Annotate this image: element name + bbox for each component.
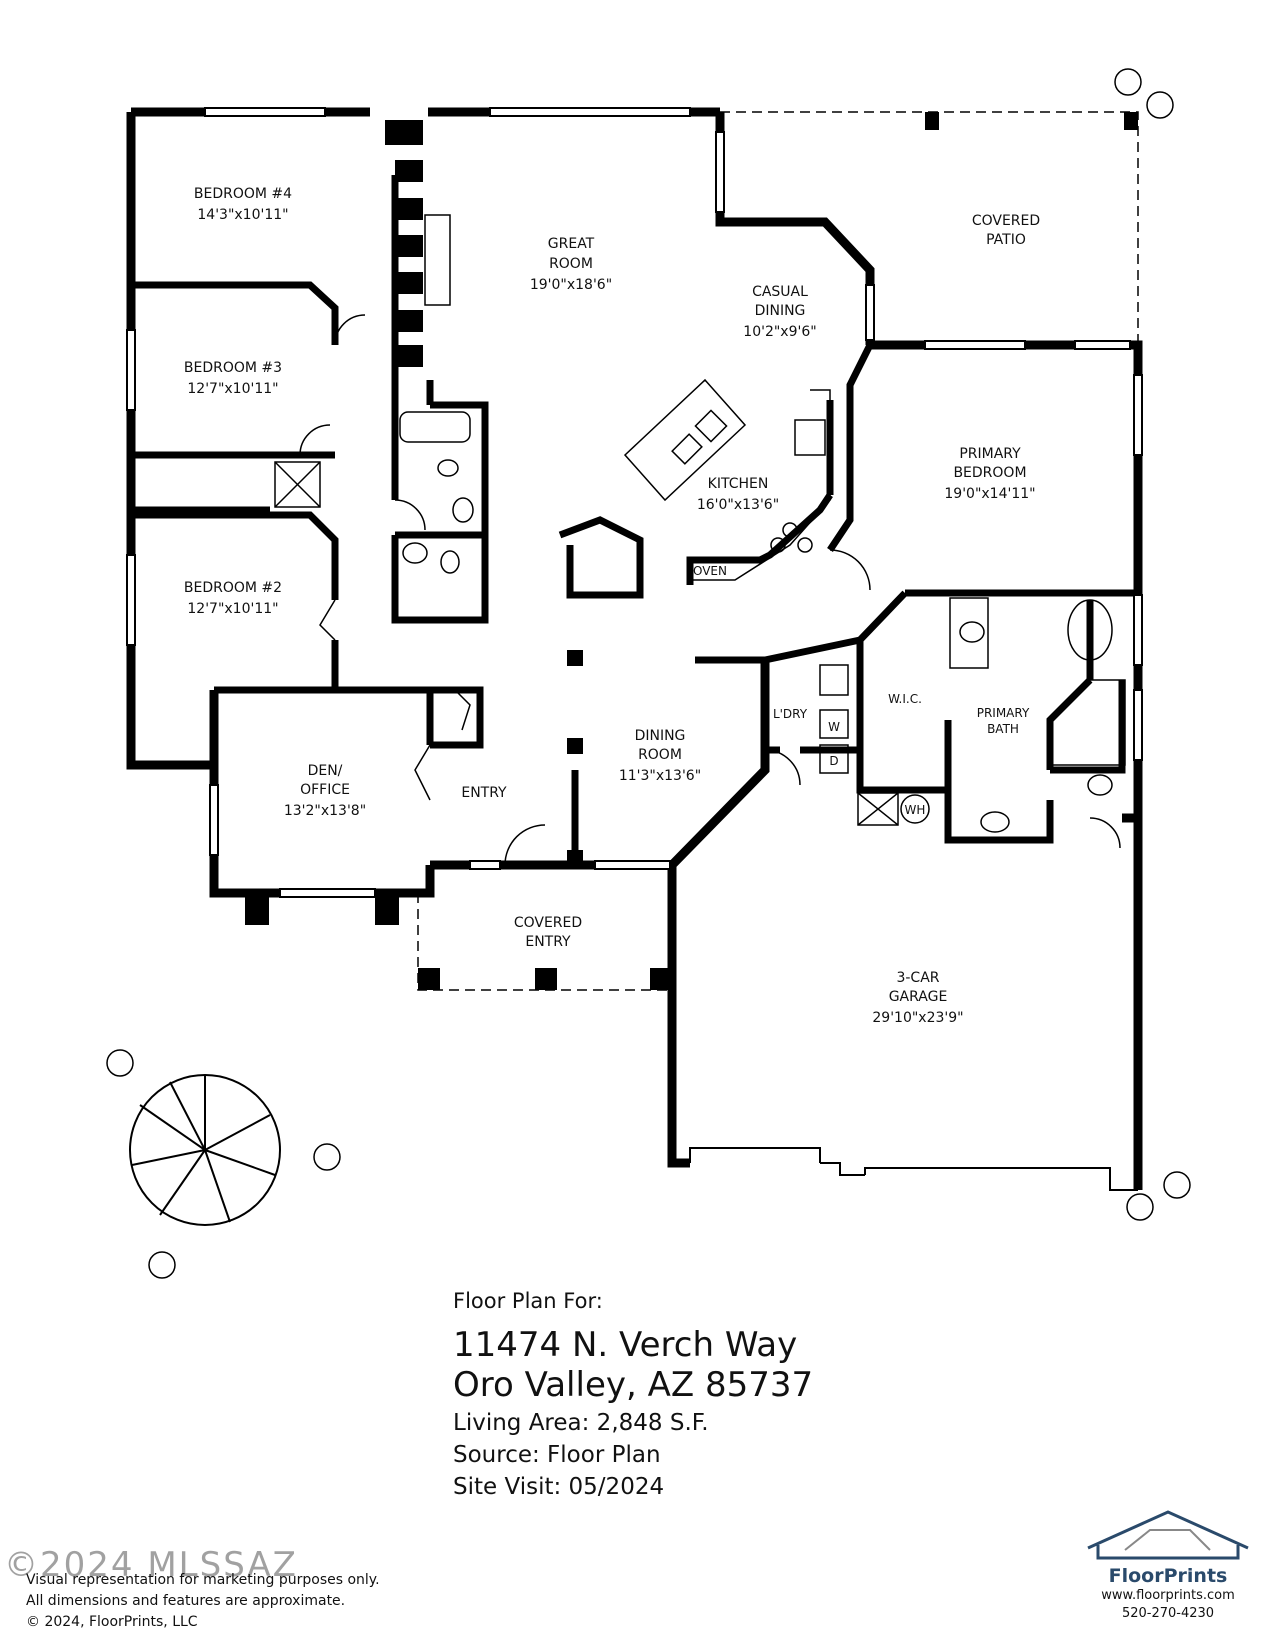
address-line1: 11474 N. Verch Way: [453, 1325, 798, 1365]
kitchen-name: KITCHEN: [708, 476, 769, 492]
bath-fixtures: [399, 411, 1126, 833]
room-labels: BEDROOM #4 14'3"x10'11" BEDROOM #3 12'7"…: [184, 186, 1040, 1026]
bedroom3-size: 12'7"x10'11": [187, 381, 278, 397]
casual-dining-size: 10'2"x9'6": [743, 324, 816, 340]
doors: [299, 314, 1121, 866]
covered-patio-name1: COVERED: [972, 213, 1040, 229]
bedroom4-name: BEDROOM #4: [194, 186, 292, 202]
kitchen-size: 16'0"x13'6": [697, 497, 779, 513]
floorprints-logo-house-icon: [1087, 1510, 1249, 1560]
bedroom3-name: BEDROOM #3: [184, 360, 282, 376]
logo-url: www.floorprints.com: [1101, 1588, 1235, 1603]
den-name1: DEN/: [308, 763, 343, 779]
living-area: Living Area: 2,848 S.F.: [453, 1410, 709, 1436]
primary-bedroom-name2: BEDROOM: [953, 465, 1026, 481]
shrub-icons: [106, 68, 1191, 1279]
covered-entry-name1: COVERED: [514, 915, 582, 931]
garage-name1: 3-CAR: [896, 970, 939, 986]
garage-size: 29'10"x23'9": [872, 1010, 963, 1026]
bedroom4-size: 14'3"x10'11": [197, 207, 288, 223]
site-visit: Site Visit: 05/2024: [453, 1474, 665, 1500]
garage-name2: GARAGE: [889, 989, 948, 1005]
kitchen-counter: [690, 389, 831, 581]
great-room-name2: ROOM: [549, 256, 593, 272]
logo-phone: 520-270-4230: [1121, 1606, 1215, 1621]
great-room-name1: GREAT: [548, 236, 595, 252]
tree-large-icon: [129, 1074, 281, 1226]
den-size: 13'2"x13'8": [284, 803, 366, 819]
dashed-outlines: [417, 111, 1139, 991]
den-name2: OFFICE: [300, 782, 350, 798]
bedroom2-size: 12'7"x10'11": [187, 601, 278, 617]
casual-dining-name2: DINING: [755, 303, 806, 319]
logo-brand: FloorPrints: [1108, 1565, 1228, 1587]
interior-walls: [131, 175, 1138, 865]
exterior-walls: [126, 107, 1143, 1190]
source: Source: Floor Plan: [453, 1442, 661, 1468]
water-heater-label: WH: [905, 803, 926, 817]
dining-room-name2: ROOM: [638, 747, 682, 763]
garage-doors: [689, 1147, 1138, 1191]
laundry-label: L'DRY: [773, 707, 808, 721]
disclaimer: Visual representation for marketing purp…: [26, 1570, 380, 1633]
windows: [126, 107, 1143, 898]
great-room-size: 19'0"x18'6": [530, 277, 612, 293]
mls-watermark: ©2024 MLSSAZ: [4, 1545, 298, 1585]
disclaimer-line2: All dimensions and features are approxim…: [26, 1593, 346, 1609]
floorprints-logo: FloorPrints www.floorprints.com 520-270-…: [1083, 1515, 1253, 1640]
wic-label: W.I.C.: [888, 692, 922, 706]
dining-room-size: 11'3"x13'6": [619, 768, 701, 784]
oven-label: OVEN: [693, 564, 727, 578]
primary-bath-name1: PRIMARY: [977, 706, 1030, 720]
dryer-label: D: [829, 754, 838, 768]
covered-patio-name2: PATIO: [986, 232, 1026, 248]
floor-plan-for: Floor Plan For:: [453, 1289, 603, 1313]
covered-entry-name2: ENTRY: [525, 934, 571, 950]
property-info: Floor Plan For: 11474 N. Verch Way Oro V…: [453, 1288, 813, 1503]
kitchen-island: [623, 378, 747, 502]
primary-bedroom-size: 19'0"x14'11": [944, 486, 1035, 502]
laundry-fixtures: [274, 214, 930, 826]
dining-room-name1: DINING: [635, 728, 686, 744]
bedroom2-name: BEDROOM #2: [184, 580, 282, 596]
washer-label: W: [828, 720, 840, 734]
casual-dining-name1: CASUAL: [752, 284, 808, 300]
entry-label: ENTRY: [461, 785, 507, 801]
primary-bath-name2: BATH: [987, 722, 1019, 736]
columns: [245, 112, 1138, 990]
disclaimer-line3: © 2024, FloorPrints, LLC: [26, 1614, 198, 1630]
primary-bedroom-name1: PRIMARY: [959, 446, 1021, 462]
disclaimer-line1: Visual representation for marketing purp…: [26, 1572, 380, 1588]
address-line2: Oro Valley, AZ 85737: [453, 1365, 814, 1405]
